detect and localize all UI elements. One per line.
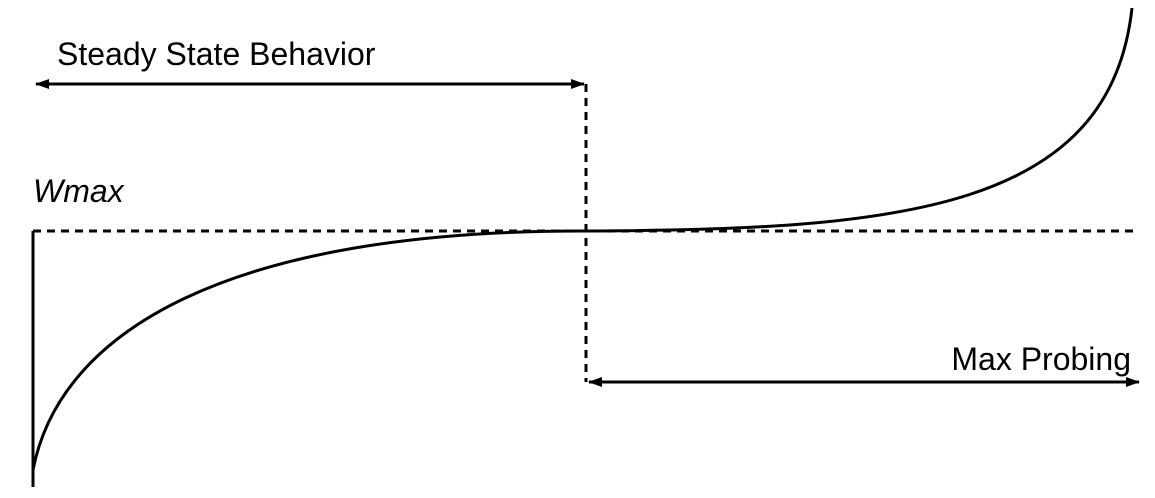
wmax-label: Wmax [33, 173, 125, 209]
concave-growth-curve [31, 229, 587, 471]
steady-state-label: Steady State Behavior [57, 36, 376, 72]
convex-probing-curve [585, 7, 1134, 233]
max-probing-label: Max Probing [951, 341, 1131, 377]
